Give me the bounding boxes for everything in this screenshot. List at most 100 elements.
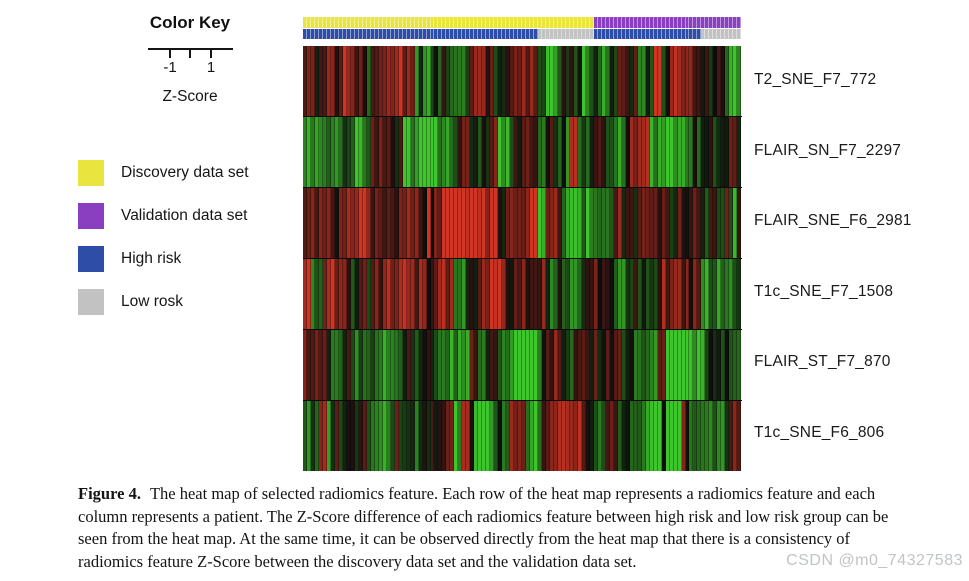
- heatmap-cell: [426, 259, 431, 329]
- heatmap-cell: [303, 401, 307, 471]
- dataset-annotation-cell: [593, 17, 598, 28]
- risk-annotation-cell: [350, 29, 355, 39]
- heatmap-cell: [717, 259, 722, 329]
- risk-annotation-cell: [326, 29, 331, 39]
- heatmap-cell: [482, 330, 487, 400]
- heatmap-cell: [406, 401, 411, 471]
- risk-annotation-cell: [653, 29, 658, 39]
- heatmap-cell: [581, 188, 586, 258]
- heatmap-cell: [474, 46, 479, 116]
- heatmap-cell: [334, 259, 339, 329]
- heatmap-cell: [362, 330, 367, 400]
- heatmap-cell: [346, 330, 351, 400]
- heatmap-cell: [693, 188, 698, 258]
- heatmap-cell: [478, 401, 483, 471]
- heatmap-cell: [322, 117, 327, 187]
- heatmap-cell: [550, 46, 555, 116]
- heatmap-cell: [502, 330, 507, 400]
- heatmap-cell: [585, 46, 590, 116]
- heatmap-cell: [649, 330, 654, 400]
- heatmap-cell: [414, 188, 419, 258]
- risk-annotation-cell: [633, 29, 638, 39]
- heatmap-cell: [534, 330, 539, 400]
- heatmap-cell: [370, 330, 375, 400]
- heatmap-cell: [510, 117, 515, 187]
- dataset-annotation-cell: [498, 17, 503, 28]
- heatmap-cell: [534, 117, 539, 187]
- dataset-annotation-cell: [705, 17, 710, 28]
- heatmap-cell: [665, 401, 670, 471]
- heatmap-cell: [458, 330, 463, 400]
- heatmap-cell: [390, 259, 395, 329]
- heatmap-cell: [629, 401, 634, 471]
- heatmap-cell: [530, 330, 535, 400]
- heatmap-cell: [665, 259, 670, 329]
- heatmap-cell: [378, 401, 383, 471]
- heatmap-cell: [303, 259, 307, 329]
- watermark: CSDN @m0_74327583: [786, 552, 963, 569]
- risk-annotation-cell: [673, 29, 678, 39]
- heatmap-cell: [585, 401, 590, 471]
- heatmap-cell: [661, 401, 666, 471]
- risk-annotation-cell: [601, 29, 606, 39]
- heatmap-cell: [641, 330, 646, 400]
- heatmap-cell: [358, 117, 363, 187]
- heatmap-cell: [490, 330, 495, 400]
- heatmap-cell: [318, 259, 323, 329]
- heatmap-cell: [709, 46, 714, 116]
- dataset-annotation-cell: [398, 17, 403, 28]
- heatmap-cell: [601, 401, 606, 471]
- heatmap-cell: [661, 259, 666, 329]
- heatmap-cell: [573, 401, 578, 471]
- heatmap-cell: [550, 117, 555, 187]
- heatmap-cell: [350, 401, 355, 471]
- heatmap-cell: [657, 117, 662, 187]
- heatmap-cell: [609, 330, 614, 400]
- dataset-annotation-cell: [446, 17, 451, 28]
- heatmap-row-T2_SNE_F7_772: [303, 46, 742, 116]
- heatmap-cell: [613, 259, 618, 329]
- heatmap-cell: [693, 46, 698, 116]
- heatmap-cell: [342, 46, 347, 116]
- dataset-annotation-cell: [681, 17, 686, 28]
- risk-annotation-cell: [402, 29, 407, 39]
- heatmap-cell: [370, 259, 375, 329]
- dataset-annotation-cell: [458, 17, 463, 28]
- heatmap-cell: [518, 330, 523, 400]
- heatmap-cell: [422, 259, 427, 329]
- heatmap-cell: [466, 188, 471, 258]
- heatmap-cell: [442, 259, 447, 329]
- heatmap-cell: [554, 188, 558, 258]
- dataset-annotation-cell: [406, 17, 411, 28]
- risk-annotation-cell: [418, 29, 423, 39]
- heatmap-cell: [581, 330, 586, 400]
- heatmap-cell: [418, 117, 423, 187]
- heatmap-cell: [454, 46, 459, 116]
- risk-annotation-cell: [518, 29, 523, 39]
- heatmap-cell: [645, 46, 650, 116]
- heatmap-cell: [526, 259, 531, 329]
- heatmap-cell: [673, 330, 678, 400]
- risk-annotation-cell: [430, 29, 435, 39]
- heatmap-cell: [326, 259, 331, 329]
- dataset-annotation-cell: [450, 17, 455, 28]
- heatmap-cell: [502, 188, 507, 258]
- heatmap-cell: [402, 117, 407, 187]
- heatmap-cell: [609, 401, 614, 471]
- dataset-annotation-cell: [609, 17, 614, 28]
- heatmap-cell: [514, 259, 519, 329]
- risk-annotation-cell: [558, 29, 562, 39]
- dataset-annotation-cell: [426, 17, 431, 28]
- risk-annotation-cell: [526, 29, 531, 39]
- heatmap-cell: [414, 330, 419, 400]
- dataset-annotation-cell: [374, 17, 379, 28]
- heatmap-cell: [649, 188, 654, 258]
- dataset-annotation-cell: [526, 17, 531, 28]
- heatmap-cell: [350, 330, 355, 400]
- heatmap-cell: [681, 46, 686, 116]
- heatmap-cell: [338, 117, 343, 187]
- heatmap-cell: [486, 259, 491, 329]
- heatmap-cell: [342, 259, 347, 329]
